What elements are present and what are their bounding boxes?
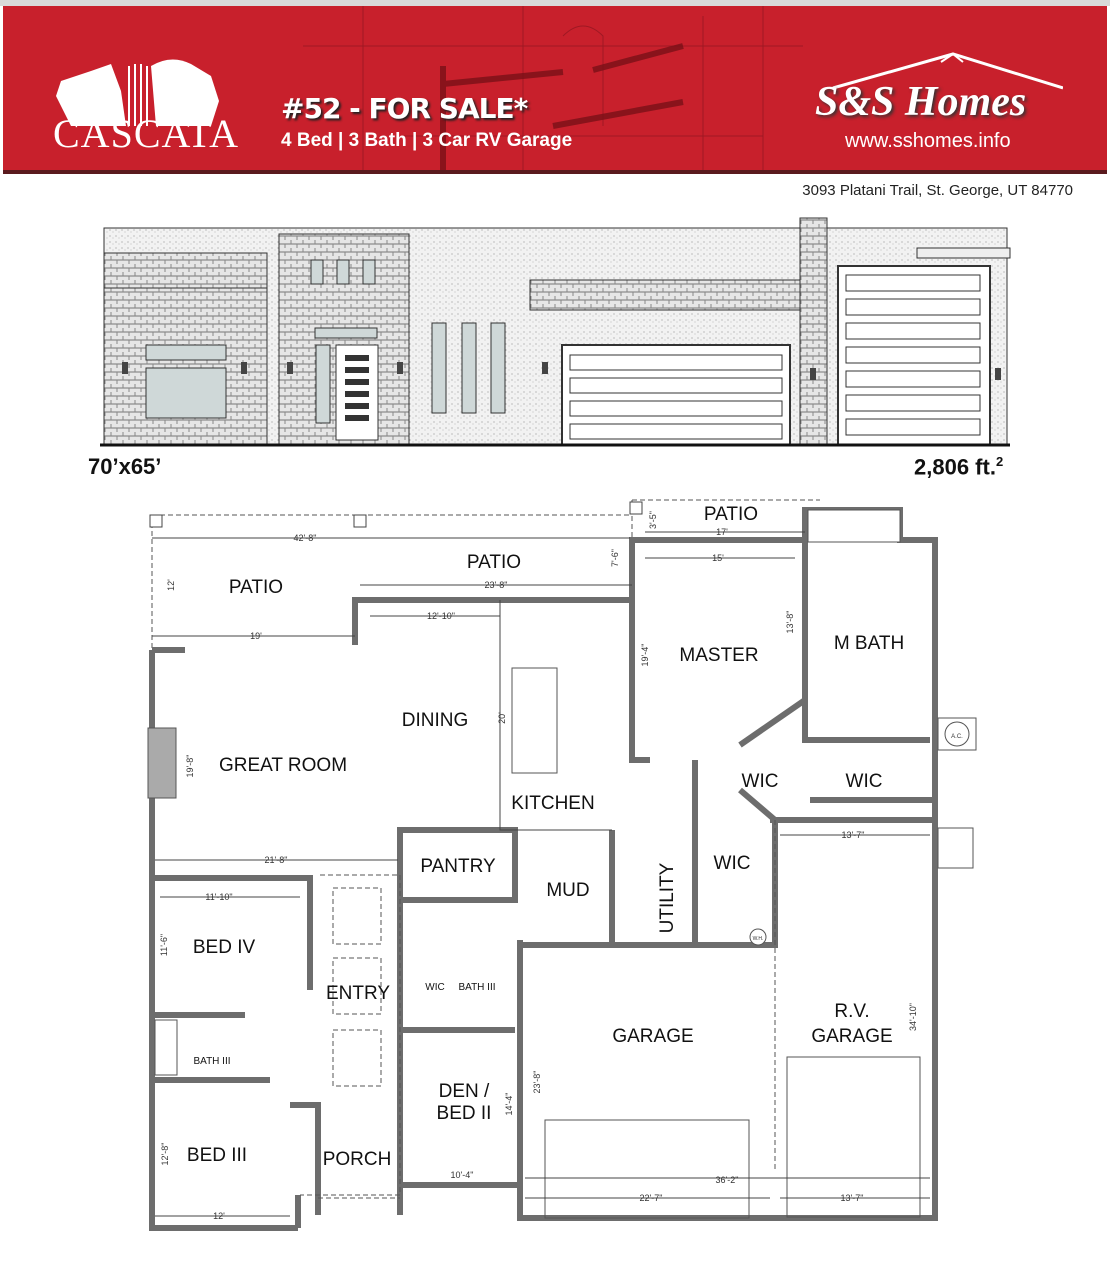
cascata-logo [56,59,219,126]
svg-text:19': 19' [250,631,262,641]
svg-text:21'-8": 21'-8" [265,855,288,865]
blueprint-background [303,6,803,170]
room-label-patio: PATIO [467,552,521,573]
svg-text:13'-7": 13'-7" [842,830,865,840]
svg-text:11'-6": 11'-6" [159,934,169,956]
room-label-wic: WIC [714,853,751,874]
room-label-bed-iv: BED IV [193,937,256,958]
logo-text: CASCATA [53,111,240,156]
svg-text:19'-4": 19'-4" [640,644,650,667]
svg-text:13'-7": 13'-7" [841,1193,864,1203]
svg-text:23'-8": 23'-8" [485,580,508,590]
svg-text:14'-4": 14'-4" [504,1093,514,1116]
room-label-patio: PATIO [704,504,758,525]
svg-text:3'-5": 3'-5" [648,511,658,529]
room-label-garage: GARAGE [612,1026,693,1047]
svg-text:19'-8": 19'-8" [185,755,195,778]
listing-headline: #52 - FOR SALE* [281,92,528,125]
room-label-wic: WIC [846,771,883,792]
ac-label: A.C. [951,734,963,740]
room-label-master-bath: M BATH [834,633,904,654]
svg-text:12'-10": 12'-10" [427,611,455,621]
property-address: 3093 Platani Trail, St. George, UT 84770 [802,182,1073,199]
svg-text:34'-10": 34'-10" [908,1003,918,1031]
room-label-master: MASTER [679,645,758,666]
website-link[interactable]: www.sshomes.info [845,130,1011,152]
room-label-bath-iii: BATH III [458,982,495,993]
svg-text:13'-8": 13'-8" [785,611,795,634]
svg-text:15': 15' [712,553,724,563]
floor-plan [147,499,977,1231]
room-label-kitchen: KITCHEN [511,793,594,814]
water-heater-icon [749,928,767,946]
room-label-great-room: GREAT ROOM [219,755,347,776]
house-roof-icon [832,52,1063,90]
top-strip [0,0,1110,6]
svg-text:7'-6": 7'-6" [610,549,620,567]
ac-unit-icon [944,721,970,747]
svg-text:11'-10": 11'-10" [205,892,232,902]
svg-text:42'-8": 42'-8" [294,533,317,543]
room-label-den: DEN / [439,1081,490,1102]
header-banner: CASCATA #52 - FOR SALE* 4 Bed | 3 Bath |… [3,6,1107,174]
svg-text:12': 12' [213,1211,225,1221]
brand-logo: S&S Homes [815,79,1027,125]
room-label-rv-garage: GARAGE [811,1026,892,1047]
svg-text:36'-2": 36'-2" [716,1175,739,1185]
svg-text:12'-8": 12'-8" [160,1143,170,1166]
listing-features: 4 Bed | 3 Bath | 3 Car RV Garage [281,130,573,151]
wh-label: W.H. [753,936,764,942]
svg-text:20': 20' [497,712,507,724]
front-elevation [100,217,1011,447]
room-label-mud: MUD [546,880,589,901]
room-label-dining: DINING [402,710,469,731]
room-label-utility: UTILITY [657,862,678,933]
square-footage: 2,806 ft.2 [914,454,1003,480]
svg-text:12': 12' [166,579,176,591]
wall-light-icon [122,362,1001,380]
room-label-bed-iii: BED III [187,1145,247,1166]
fireplace-icon [147,727,177,799]
svg-text:22'-7": 22'-7" [640,1193,663,1203]
room-label-patio: PATIO [229,577,283,598]
room-label-entry: ENTRY [326,983,390,1004]
svg-text:17': 17' [716,527,728,537]
room-label-pantry: PANTRY [420,856,496,877]
room-label-bed-ii: BED II [437,1103,492,1124]
square-unit-superscript: 2 [995,454,1004,469]
lot-size: 70’x65’ [88,454,162,479]
room-label-wic: WIC [425,982,444,993]
svg-text:23'-8": 23'-8" [532,1071,542,1094]
svg-text:10'-4": 10'-4" [451,1170,474,1180]
room-label-bath-iii: BATH III [193,1056,230,1067]
square-footage-value: 2,806 ft. [914,454,996,480]
dimension-labels: 42'-8" 12' 23'-8" 7'-6" 3'-5" 17' 15' 13… [159,511,918,1221]
room-label-wic: WIC [742,771,779,792]
room-label-rv-garage: R.V. [834,1001,869,1022]
room-label-porch: PORCH [323,1149,392,1170]
